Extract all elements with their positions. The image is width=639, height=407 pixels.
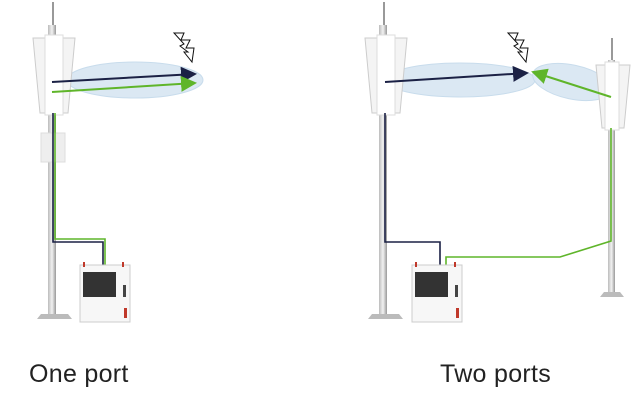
cable-rx [54,113,106,265]
two-ports-label: Two ports [440,360,552,388]
lightning-icon [506,32,529,64]
cable-tx [384,113,441,265]
measurement-device-icon [79,262,131,323]
one-port-label: One port [29,360,129,388]
rx-arrow [531,68,612,98]
antenna-icon [595,61,631,131]
pole-base [37,314,72,319]
mast-pole [48,25,56,317]
rx-arrow [51,75,197,93]
one-port-scene [32,2,204,323]
measurement-device-icon [411,262,463,323]
tx-arrow [51,66,197,83]
two-ports-scene [364,2,631,323]
lightning-icon [172,32,195,64]
antenna-icon [364,34,408,116]
cable-rx [445,128,612,265]
antenna-icon [32,34,76,116]
mast-pole-left [379,25,387,317]
tx-arrow [384,65,529,83]
cable-tx [52,113,104,265]
